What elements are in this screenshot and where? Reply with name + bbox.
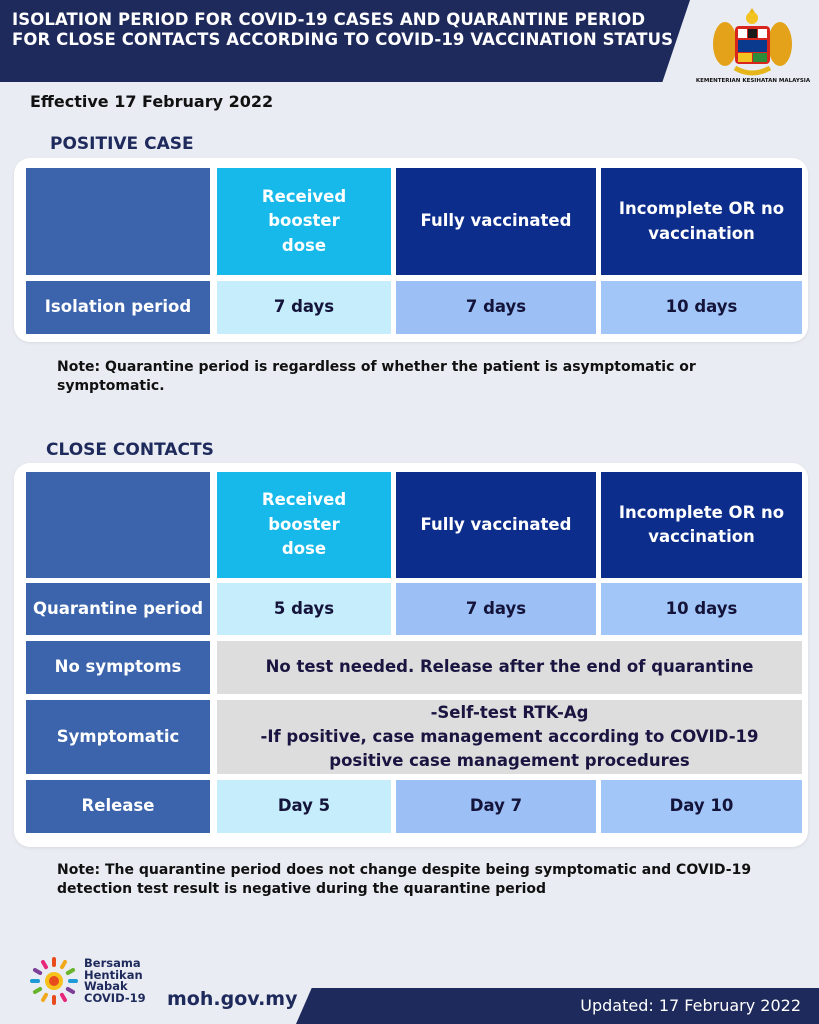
no-symptoms-label: No symptoms bbox=[26, 641, 210, 694]
website-link[interactable]: moh.gov.my bbox=[167, 988, 298, 1010]
release-label: Release bbox=[26, 780, 210, 833]
isolation-incomplete-value: 10 days bbox=[601, 281, 802, 334]
header-incomplete: Incomplete OR no vaccination bbox=[601, 168, 802, 275]
campaign-slogan: Bersama Hentikan Wabak COVID-19 bbox=[84, 956, 146, 1005]
page-title: ISOLATION PERIOD FOR COVID-19 CASES AND … bbox=[12, 10, 674, 49]
positive-case-note: Note: Quarantine period is regardless of… bbox=[57, 359, 696, 394]
header-empty-cell bbox=[26, 472, 210, 578]
updated-banner: Updated: 17 February 2022 bbox=[296, 988, 819, 1024]
quarantine-full-value: 7 days bbox=[396, 583, 596, 635]
quarantine-booster-value: 5 days bbox=[217, 583, 391, 635]
header-banner: ISOLATION PERIOD FOR COVID-19 CASES AND … bbox=[0, 0, 690, 82]
header-booster: Received booster dose bbox=[217, 472, 391, 578]
symptomatic-label: Symptomatic bbox=[26, 700, 210, 774]
close-contacts-table: Received booster dose Fully vaccinated I… bbox=[14, 463, 808, 847]
close-contacts-note: Note: The quarantine period does not cha… bbox=[57, 862, 752, 897]
ministry-caption: KEMENTERIAN KESIHATAN MALAYSIA bbox=[695, 78, 811, 84]
quarantine-period-label: Quarantine period bbox=[26, 583, 210, 635]
slogan-line-1: Bersama bbox=[84, 956, 141, 970]
release-booster-value: Day 5 bbox=[217, 780, 391, 833]
release-incomplete-value: Day 10 bbox=[601, 780, 802, 833]
header-empty-cell bbox=[26, 168, 210, 275]
close-contacts-title: CLOSE CONTACTS bbox=[46, 440, 214, 460]
isolation-booster-value: 7 days bbox=[217, 281, 391, 334]
slogan-line-2: Hentikan bbox=[84, 967, 143, 982]
header-fully-vaccinated: Fully vaccinated bbox=[396, 168, 596, 275]
positive-case-title: POSITIVE CASE bbox=[50, 134, 194, 154]
quarantine-incomplete-value: 10 days bbox=[601, 583, 802, 635]
slogan-line-3: Wabak bbox=[84, 979, 128, 993]
no-symptoms-value: No test needed. Release after the end of… bbox=[217, 641, 802, 694]
isolation-period-label: Isolation period bbox=[26, 281, 210, 334]
symptomatic-line-3: positive case management procedures bbox=[329, 751, 690, 770]
slogan-line-4: COVID-19 bbox=[84, 990, 146, 1005]
isolation-full-value: 7 days bbox=[396, 281, 596, 334]
header-booster: Received booster dose bbox=[217, 168, 391, 275]
updated-date: Updated: 17 February 2022 bbox=[580, 996, 801, 1015]
covid-campaign-logo-icon bbox=[30, 957, 78, 1005]
positive-case-table: Received booster dose Fully vaccinated I… bbox=[14, 158, 808, 342]
release-full-value: Day 7 bbox=[396, 780, 596, 833]
symptomatic-line-1: -Self-test RTK-Ag bbox=[430, 703, 589, 722]
symptomatic-value: -Self-test RTK-Ag -If positive, case man… bbox=[217, 700, 802, 774]
effective-date: Effective 17 February 2022 bbox=[30, 92, 274, 111]
header-fully-vaccinated: Fully vaccinated bbox=[396, 472, 596, 578]
malaysia-coat-of-arms-icon bbox=[713, 8, 792, 76]
symptomatic-line-2: -If positive, case management according … bbox=[260, 727, 759, 746]
header-incomplete: Incomplete OR no vaccination bbox=[601, 472, 802, 578]
